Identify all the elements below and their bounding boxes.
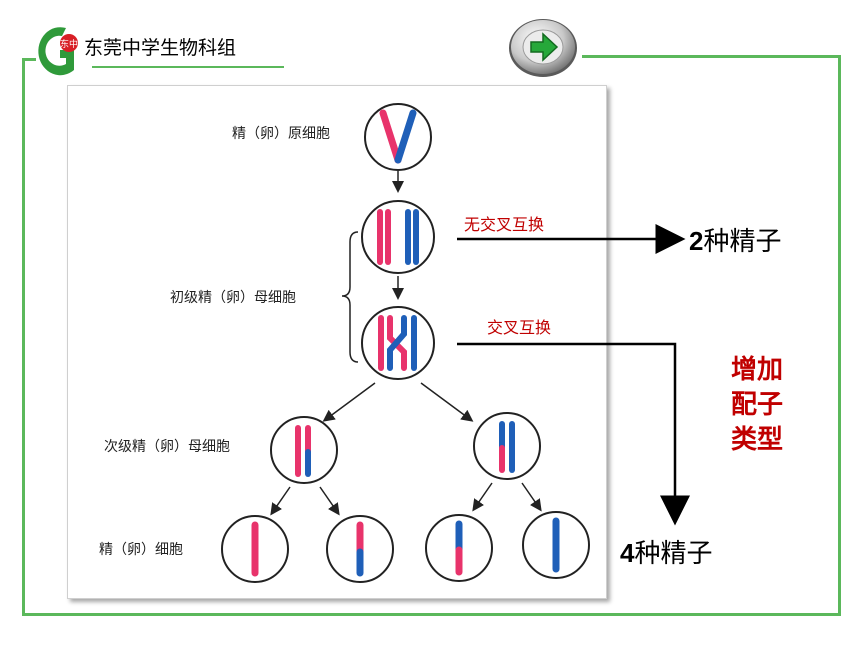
cell-primary-no-crossover xyxy=(361,200,435,274)
cell-primary-crossover xyxy=(361,306,435,380)
frame-top-right xyxy=(582,55,841,58)
increase-gamete-types-note: 增加 配子 类型 xyxy=(716,353,798,458)
frame-bottom xyxy=(22,613,841,616)
note-line-3: 类型 xyxy=(730,425,783,455)
note-line-2: 配子 xyxy=(730,390,783,420)
four-sperm-text: 种精子 xyxy=(634,539,713,569)
frame-top-left xyxy=(22,58,36,61)
label-four-sperm: 4种精子 xyxy=(620,533,712,570)
next-button[interactable] xyxy=(507,17,579,79)
cell-spermatogonium xyxy=(364,103,432,171)
cell-secondary-left xyxy=(270,416,338,484)
label-primary: 初级精（卵）母细胞 xyxy=(170,290,296,306)
four-sperm-number: 4 xyxy=(620,538,635,568)
label-two-sperm: 2种精子 xyxy=(689,221,781,258)
label-crossover: 交叉互换 xyxy=(487,318,552,337)
cell-gamete-4 xyxy=(522,511,590,579)
label-gamete: 精（卵）细胞 xyxy=(99,542,183,558)
two-sperm-text: 种精子 xyxy=(703,227,782,257)
arrow-left-branch xyxy=(322,382,376,422)
green-right-arrow-icon xyxy=(509,19,577,77)
cell-gamete-1 xyxy=(221,515,289,583)
label-spermatogonium: 精（卵）原细胞 xyxy=(232,126,330,142)
arrow-gamete-1 xyxy=(270,486,291,516)
logo-text: 东中 xyxy=(60,38,78,50)
frame-left xyxy=(22,58,25,616)
label-no-crossover: 无交叉互换 xyxy=(464,215,545,234)
arrow-gamete-2 xyxy=(319,486,340,516)
cell-gamete-3 xyxy=(425,514,493,582)
header-underline xyxy=(92,66,284,68)
arrow-gamete-3 xyxy=(472,482,493,512)
arrow-right-branch xyxy=(420,382,474,422)
school-logo: 东中 xyxy=(38,27,78,76)
frame-right xyxy=(838,55,841,616)
cell-secondary-right xyxy=(473,412,541,480)
label-secondary: 次级精（卵）母细胞 xyxy=(104,439,230,455)
note-line-1: 增加 xyxy=(730,355,783,385)
cell-gamete-2 xyxy=(326,515,394,583)
two-sperm-number: 2 xyxy=(689,226,704,256)
brace xyxy=(341,231,359,363)
arrow-gamete-4 xyxy=(521,482,542,512)
arrow-crossover xyxy=(457,342,690,526)
header-title: 东莞中学生物科组 xyxy=(84,37,237,59)
